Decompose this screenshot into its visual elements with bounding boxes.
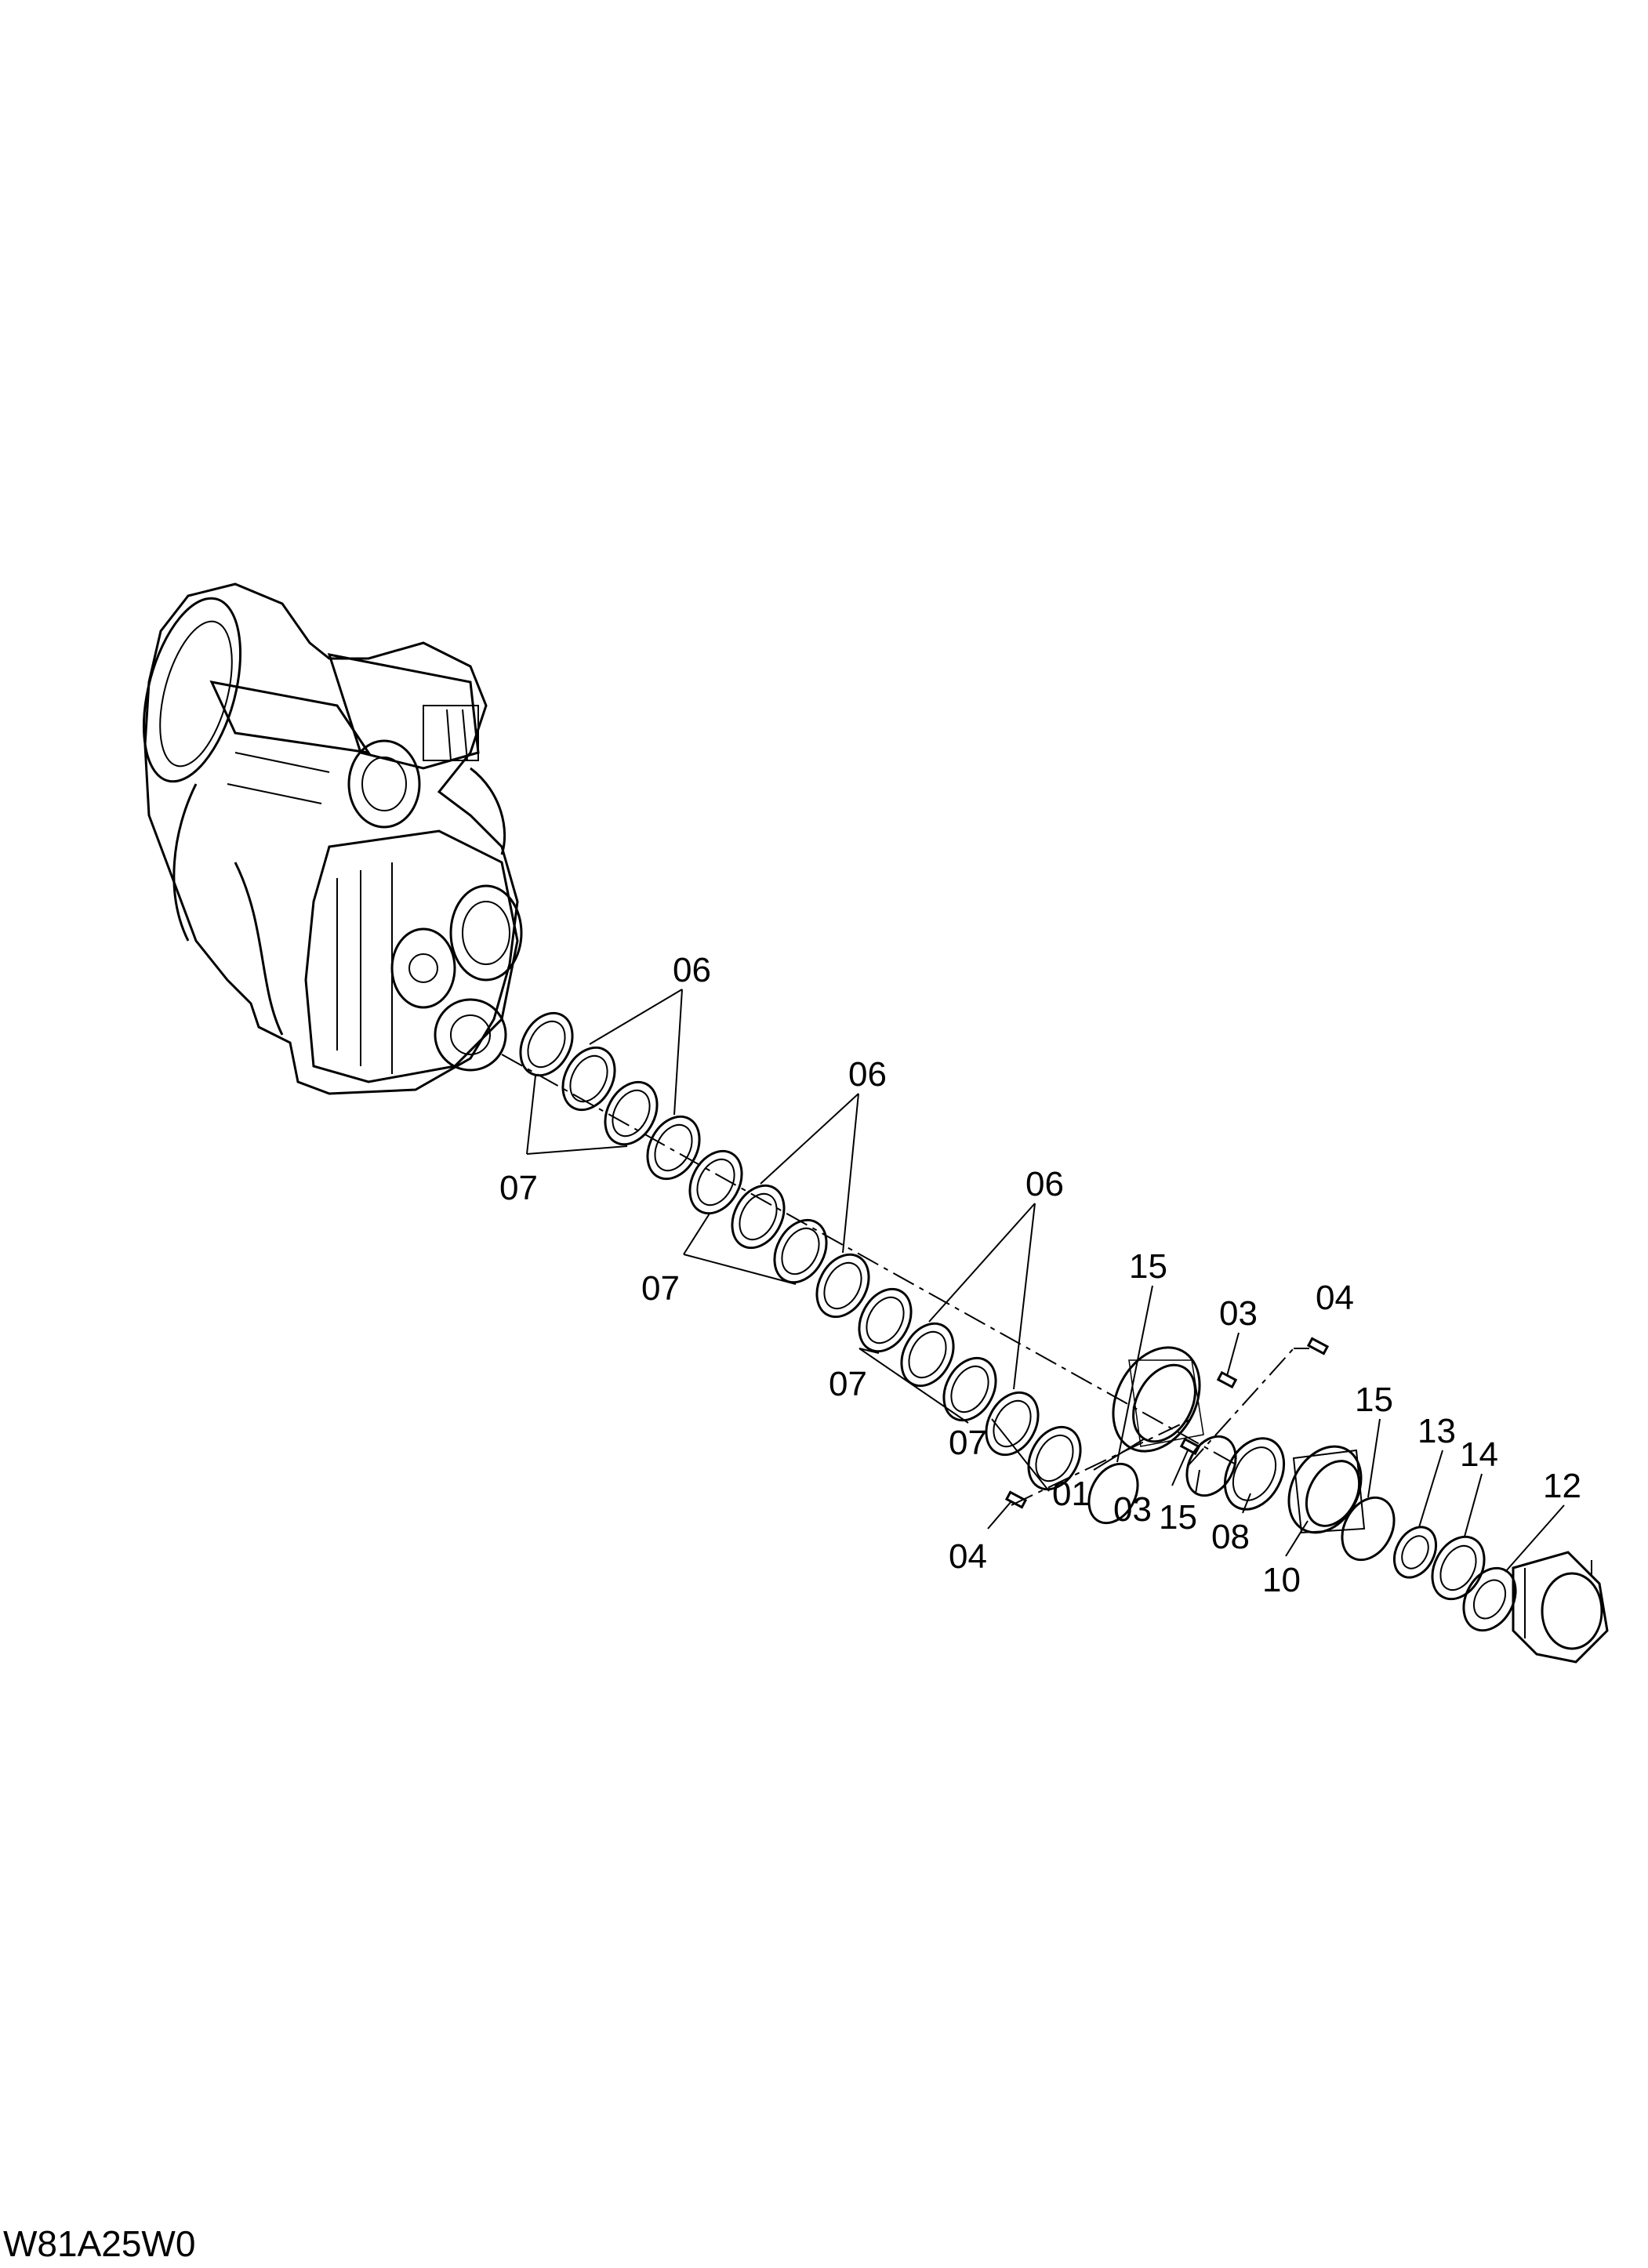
transmission-assembly <box>142 582 523 1095</box>
callout-15: 15 <box>1159 1498 1197 1537</box>
seal-14-inner <box>1439 1544 1477 1591</box>
clutch-disc-07 <box>519 1011 574 1077</box>
callout-10: 10 <box>1262 1561 1301 1599</box>
callout-06: 06 <box>1025 1165 1064 1203</box>
seal-13 <box>1392 1526 1438 1579</box>
hub-cover-12 <box>1462 1551 1609 1664</box>
o-ring-15 <box>1185 1435 1237 1497</box>
callout-labels: 06 07 06 07 06 07 07 15 03 04 01 03 04 1… <box>499 951 1581 1599</box>
ring-08-inner <box>1232 1446 1277 1501</box>
callout-07: 07 <box>829 1365 867 1403</box>
callout-07: 07 <box>499 1169 538 1207</box>
clutch-disc-06 <box>731 1184 786 1250</box>
ring-08 <box>1223 1437 1286 1511</box>
seal-14 <box>1431 1535 1486 1601</box>
clutch-disc-stack <box>519 1011 1082 1491</box>
clutch-disc-07 <box>604 1080 659 1146</box>
clutch-disc-07 <box>688 1149 743 1215</box>
bolt-centerline-lower <box>1011 1418 1192 1506</box>
callout-14: 14 <box>1460 1435 1498 1474</box>
pin-04-lower <box>1004 1490 1028 1509</box>
clutch-disc-07 <box>858 1287 913 1353</box>
callout-13: 13 <box>1417 1412 1456 1450</box>
clutch-disc-07 <box>1027 1425 1082 1491</box>
bolt-centerline-upper <box>1187 1348 1294 1467</box>
callout-06: 06 <box>673 951 711 989</box>
callout-15: 15 <box>1355 1381 1393 1419</box>
o-ring-15 <box>1341 1496 1396 1562</box>
pin-04-upper <box>1306 1337 1330 1355</box>
callout-15: 15 <box>1129 1247 1167 1286</box>
clutch-disc-07 <box>942 1356 997 1422</box>
callout-08: 08 <box>1211 1518 1250 1556</box>
callout-12: 12 <box>1543 1467 1581 1505</box>
clutch-disc-07 <box>773 1218 828 1284</box>
figure-code: W81A25W0 <box>3 2223 195 2264</box>
callout-04: 04 <box>1316 1279 1354 1317</box>
callout-03: 03 <box>1113 1490 1152 1529</box>
callout-07: 07 <box>641 1269 680 1308</box>
clutch-disc-06 <box>815 1253 870 1319</box>
callout-06: 06 <box>848 1055 887 1094</box>
callout-01: 01 <box>1052 1475 1091 1513</box>
clutch-disc-06 <box>561 1046 616 1112</box>
bolt-03-lower <box>1179 1437 1201 1456</box>
clutch-disc-06 <box>646 1115 701 1181</box>
o-ring-15 <box>1087 1462 1139 1525</box>
piston-10 <box>1287 1445 1366 1534</box>
leader-lines <box>526 989 1565 1573</box>
clutch-disc-06 <box>900 1322 955 1388</box>
bolt-03-upper <box>1216 1370 1238 1389</box>
callout-04: 04 <box>949 1537 987 1576</box>
clutch-disc-06 <box>985 1391 1040 1457</box>
callout-07: 07 <box>949 1424 987 1462</box>
callout-03: 03 <box>1219 1294 1258 1333</box>
seal-13-inner <box>1401 1535 1429 1569</box>
